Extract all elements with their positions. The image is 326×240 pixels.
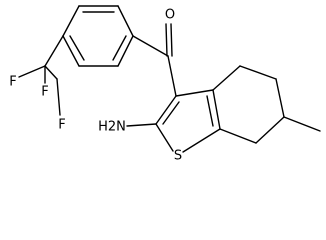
bond-c2-n — [126, 123, 157, 127]
bond-ring-carbonyl — [132, 35, 169, 57]
bond-thiophene-c2-c3 — [155, 95, 177, 125]
bond-thiophene-c3a-c7a — [212, 89, 221, 130]
bond-benzene-5 — [62, 35, 80, 67]
structure-canvas: F F F O S H2N — [9, 5, 321, 164]
bond-c-f-bottom-ext — [56, 78, 61, 116]
bond-benzene-3 — [117, 35, 134, 67]
bond-c-f-bottom — [44, 65, 58, 80]
bond-c6-c7 — [255, 116, 285, 144]
bond-c4-c5 — [239, 65, 277, 80]
bond-ring-cf3 — [44, 35, 64, 67]
benzene-ring — [62, 5, 134, 67]
bond-benzene-5-inner — [69, 35, 85, 61]
bond-thiophene-c7a-s — [182, 128, 221, 153]
bond-thiophene-c2-c3-inner — [162, 101, 180, 125]
amine-group: H2N — [98, 120, 157, 135]
cyclohexene-ring — [212, 65, 285, 144]
fluorine-top-label: F — [41, 85, 48, 100]
trifluoromethyl-group: F F F — [9, 35, 66, 133]
bond-carbonyl-thiophene — [167, 55, 177, 97]
bond-benzene-3-inner — [112, 35, 127, 61]
bond-c7-c7a — [219, 128, 257, 144]
bond-thiophene-c3a-c7a-inner — [206, 95, 214, 127]
bond-c3a-c4 — [212, 65, 241, 91]
structure-diagram: F F F O S H2N — [9, 5, 321, 164]
bond-c5-c6 — [275, 78, 285, 118]
bond-carbonyl-o — [165, 23, 168, 57]
bond-c6-methyl — [283, 116, 321, 132]
sulfur-label: S — [174, 149, 182, 164]
bond-c-f-left — [18, 65, 46, 78]
carbonyl-group: O — [132, 8, 177, 97]
bond-thiophene-s-c2 — [155, 123, 174, 152]
thiophene-ring: S — [155, 89, 221, 164]
fluorine-left-label: F — [9, 75, 16, 90]
methyl-group — [283, 116, 321, 132]
bond-carbonyl-o-double — [170, 23, 173, 57]
oxygen-label: O — [165, 8, 175, 23]
amine-label: H2N — [98, 120, 126, 135]
bond-benzene-6 — [62, 5, 80, 37]
fluorine-bottom-label: F — [58, 118, 65, 133]
bond-thiophene-c3-c3a — [175, 89, 214, 97]
bond-benzene-2 — [117, 5, 134, 37]
